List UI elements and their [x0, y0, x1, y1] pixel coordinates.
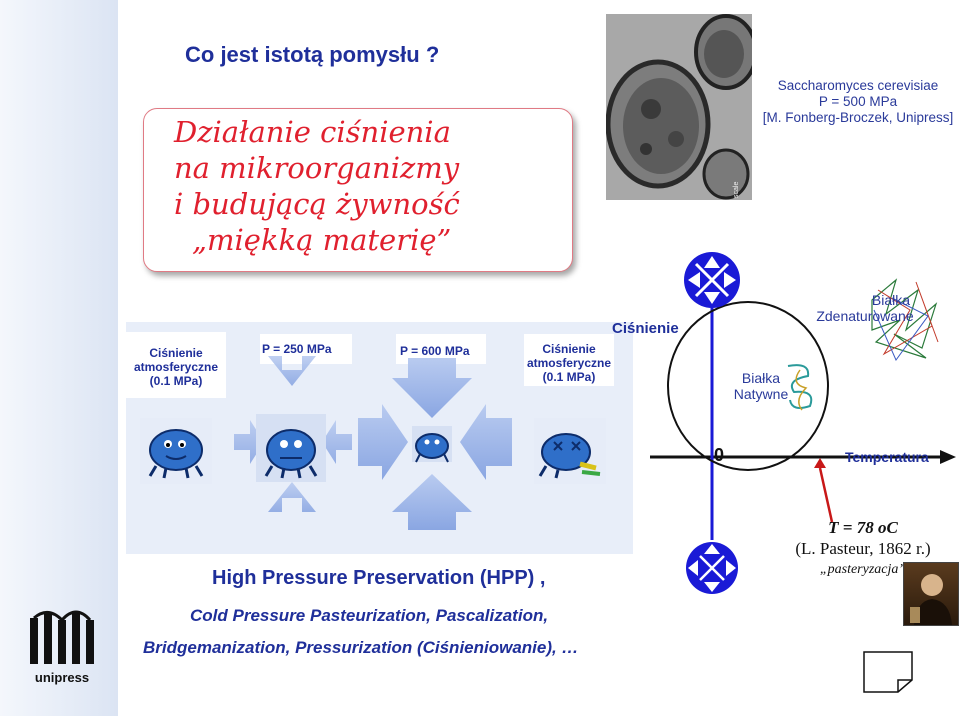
atm-left-line2: atmosferyczne — [130, 360, 222, 374]
yeast-caption: Saccharomyces cerevisiae P = 500 MPa [M.… — [758, 78, 958, 126]
label-600mpa: P = 600 MPa — [400, 344, 470, 358]
origin-label: 0 — [714, 445, 724, 466]
atm-right-line2: atmosferyczne — [524, 356, 614, 370]
title-box: Działanie ciśnienia na mikroorganizmy i … — [143, 108, 573, 272]
yeast-name: Saccharomyces cerevisiae — [758, 78, 958, 94]
label-250mpa: P = 250 MPa — [262, 342, 332, 356]
temperature-axis-label: Temperatura — [845, 449, 929, 465]
atm-right-line3: (0.1 MPa) — [524, 370, 614, 384]
native-label: Białka Natywne — [726, 370, 796, 402]
pasteur-portrait — [903, 562, 959, 626]
atm-right-line1: Ciśnienie — [524, 342, 614, 356]
atm-left-line1: Ciśnienie — [130, 346, 222, 360]
left-decorative-bar — [0, 0, 118, 716]
pressure-axis-label: Ciśnienie — [612, 320, 679, 337]
pressure-panel: Ciśnienie atmosferyczne (0.1 MPa) P = 25… — [126, 322, 633, 554]
pasteur-temperature: T = 78 oC — [770, 518, 956, 538]
denatured-label-2: Zdenaturowane — [790, 308, 940, 324]
hpp-title: High Pressure Preservation (HPP) , — [212, 567, 545, 590]
question-heading: Co jest istotą pomysłu ? — [185, 42, 439, 68]
yeast-micrograph: scale — [606, 14, 752, 200]
native-label-1: Białka — [726, 370, 796, 386]
hpp-alternative-names-2: Bridgemanization, Pressurization (Ciśnie… — [143, 638, 578, 658]
hpp-alternative-names-1: Cold Pressure Pasteurization, Pascalizat… — [190, 606, 548, 626]
title-line-1: Działanie ciśnienia — [174, 115, 451, 149]
title-line-3: i budującą żywność — [174, 187, 460, 221]
title-line-4: „miękką materię” — [192, 223, 451, 257]
pasteur-arrow — [820, 468, 832, 522]
denatured-label-1: Białka — [790, 292, 940, 308]
native-label-2: Natywne — [726, 386, 796, 402]
logo-text: unipress — [14, 670, 110, 685]
yeast-pressure: P = 500 MPa — [758, 94, 958, 110]
title-line-2: na mikroorganizmy — [174, 151, 459, 185]
yeast-credit: [M. Fonberg-Broczek, Unipress] — [758, 110, 958, 126]
note-icon[interactable] — [862, 650, 914, 694]
denatured-label: Białka Zdenaturowane — [790, 292, 940, 324]
pasteur-reference: (L. Pasteur, 1862 r.) — [770, 539, 956, 559]
atm-left-line3: (0.1 MPa) — [130, 374, 222, 388]
svg-text:scale: scale — [733, 182, 740, 198]
